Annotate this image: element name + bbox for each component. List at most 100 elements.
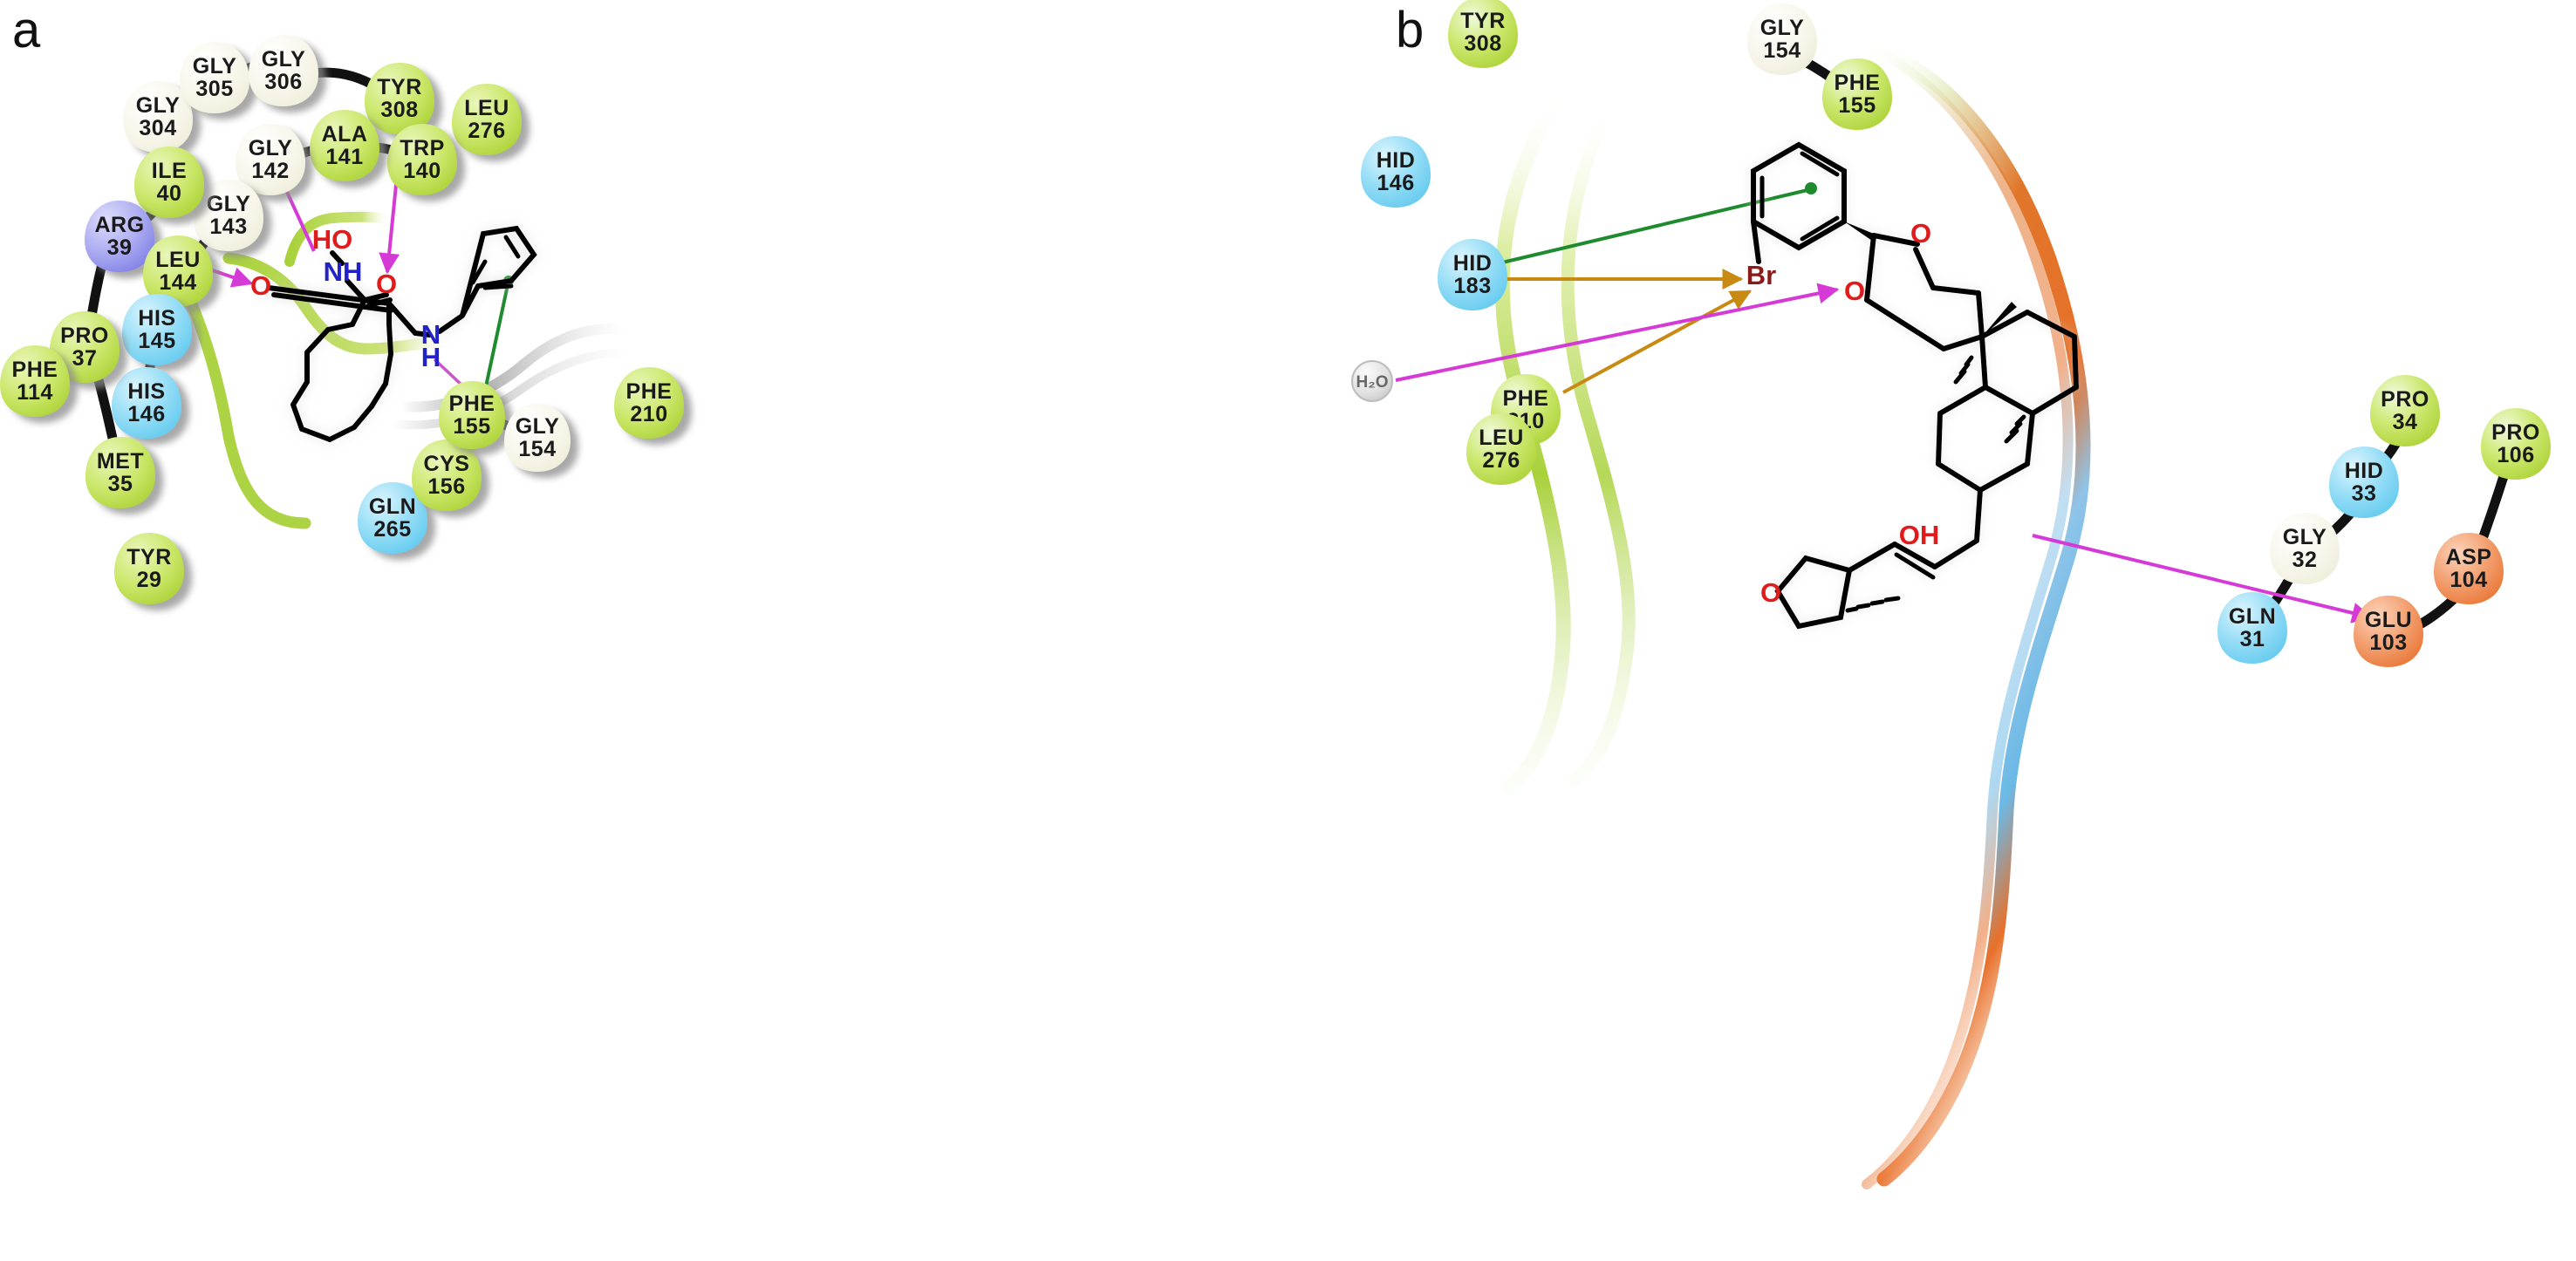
panel-b: b <box>1326 0 2576 1261</box>
residue-name: LEU <box>155 248 201 272</box>
residue-name: HID <box>1453 251 1493 276</box>
residue-name: HID <box>1377 148 1416 173</box>
residue-number: 35 <box>108 472 133 496</box>
ligand-b-skeleton <box>1751 141 2079 630</box>
hbond-water-to-dioxane-o <box>1395 283 1840 382</box>
residue-b-leu-276[interactable]: LEU 276 <box>1466 413 1536 485</box>
water-molecule[interactable]: H₂O <box>1351 360 1393 402</box>
residue-name: GLY <box>207 192 251 216</box>
residue-number: 103 <box>2369 630 2407 655</box>
residue-name: ALA <box>322 122 368 147</box>
residue-name: PRO <box>2491 420 2540 445</box>
residues-panel-b: TYR 308 GLY 154 PHE 155 HID 146 <box>1361 0 2551 667</box>
residue-gly-143[interactable]: GLY 143 <box>194 180 263 251</box>
residue-b-hid-33[interactable]: HID 33 <box>2329 446 2399 518</box>
residue-tyr-308[interactable]: TYR 308 <box>365 63 434 134</box>
panel-b-letter: b <box>1396 2 1425 58</box>
residue-b-pro-34[interactable]: PRO 34 <box>2370 375 2440 446</box>
residue-name: GLY <box>516 414 560 439</box>
residue-phe-155[interactable]: PHE 155 <box>439 381 505 449</box>
residue-number: 155 <box>1838 93 1876 118</box>
residue-name: LEU <box>1479 426 1524 450</box>
residue-name: PHE <box>449 392 495 416</box>
residue-gly-142[interactable]: GLY 142 <box>236 124 305 195</box>
residue-b-phe-155[interactable]: PHE 155 <box>1822 58 1892 130</box>
residue-name: GLY <box>262 47 306 72</box>
residue-number: 142 <box>251 159 289 183</box>
residue-ala-141[interactable]: ALA 141 <box>310 110 379 181</box>
residue-number: 276 <box>468 119 505 143</box>
residue-tyr-29[interactable]: TYR 29 <box>114 533 184 604</box>
residue-number: 145 <box>138 329 175 353</box>
solvent-exposure-ribbon-b <box>1494 38 2091 1189</box>
residue-number: 306 <box>264 70 302 94</box>
panel-a-letter: a <box>12 2 41 58</box>
water-label: H₂O <box>1356 373 1389 392</box>
residue-b-asp-104[interactable]: ASP 104 <box>2434 533 2504 604</box>
panel-a: a <box>0 2 684 604</box>
ligand-a-skeleton <box>266 225 537 442</box>
residue-number: 114 <box>17 380 53 405</box>
hbond-ligand-oh-to-glu103 <box>2032 534 2374 624</box>
residue-name: ARG <box>94 213 144 237</box>
residue-number: 155 <box>453 414 490 439</box>
residue-trp-140[interactable]: TRP 140 <box>387 124 457 195</box>
residue-name: PRO <box>60 324 109 348</box>
residue-name: TYR <box>126 545 172 569</box>
residue-number: 265 <box>373 517 411 542</box>
residue-his-146[interactable]: HIS 146 <box>112 367 181 439</box>
residue-name: PHE <box>1835 71 1881 95</box>
panel-b-canvas: Br O O OH O H₂O TYR 308 GLY 154 <box>1351 0 2551 1189</box>
atom-oh-label: OH <box>1899 520 1940 550</box>
residue-ile-40[interactable]: ILE 40 <box>134 147 204 218</box>
residue-name: GLY <box>1760 16 1805 40</box>
residue-name: ASP <box>2446 545 2492 569</box>
residue-gly-306[interactable]: GLY 306 <box>249 35 318 106</box>
atom-br-label: Br <box>1746 260 1776 290</box>
residue-number: 106 <box>2497 443 2534 467</box>
residue-b-gln-31[interactable]: GLN 31 <box>2217 592 2287 664</box>
residue-name: GLY <box>2283 525 2327 549</box>
residue-leu-276[interactable]: LEU 276 <box>452 84 522 155</box>
residue-number: 40 <box>157 181 182 206</box>
residue-number: 308 <box>380 98 418 122</box>
residue-b-tyr-308[interactable]: TYR 308 <box>1448 0 1518 68</box>
ligand-a-atoms: HO NH O O N H <box>250 224 441 372</box>
atom-h-anilide: H <box>421 342 441 372</box>
residue-number: 154 <box>1763 38 1800 63</box>
residue-b-glu-103[interactable]: GLU 103 <box>2354 596 2423 667</box>
residue-name: TYR <box>377 75 422 99</box>
residue-pro-37[interactable]: PRO 37 <box>50 311 120 383</box>
residue-number: 304 <box>139 116 176 140</box>
residue-phe-210[interactable]: PHE 210 <box>614 367 684 439</box>
residue-met-35[interactable]: MET 35 <box>85 437 155 508</box>
residue-number: 37 <box>72 346 98 371</box>
residue-b-hid-183[interactable]: HID 183 <box>1438 239 1507 310</box>
residue-name: GLY <box>249 136 293 160</box>
residue-number: 146 <box>127 402 165 426</box>
residue-phe-114[interactable]: PHE 114 <box>0 345 70 417</box>
panel-a-canvas: HO NH O O N H GLY 304 GLY 305 G <box>0 35 684 604</box>
residue-gly-154[interactable]: GLY 154 <box>504 404 571 472</box>
residue-gly-305[interactable]: GLY 305 <box>180 42 249 113</box>
residue-b-gly-32[interactable]: GLY 32 <box>2270 513 2340 584</box>
residue-name: HID <box>2345 459 2384 483</box>
residue-b-pro-106[interactable]: PRO 106 <box>2481 408 2551 480</box>
atom-o-thf: O <box>1760 577 1781 608</box>
residue-name: ILE <box>152 159 187 183</box>
residue-name: TRP <box>400 136 445 160</box>
residue-name: GLN <box>369 494 416 519</box>
residue-arg-39[interactable]: ARG 39 <box>85 201 154 272</box>
residue-gln-265[interactable]: GLN 265 <box>358 482 427 554</box>
residue-b-hid-146[interactable]: HID 146 <box>1361 136 1431 208</box>
atom-o-dioxane-1: O <box>1910 218 1931 249</box>
residue-his-145[interactable]: HIS 145 <box>122 294 192 365</box>
residue-cys-156[interactable]: CYS 156 <box>412 440 482 511</box>
residue-gly-304[interactable]: GLY 304 <box>123 81 193 153</box>
pi-centroid-dot-phenyl <box>1805 182 1817 194</box>
residue-number: 39 <box>107 235 133 260</box>
residue-number: 29 <box>137 568 162 592</box>
residue-number: 276 <box>1482 448 1520 473</box>
residue-b-gly-154[interactable]: GLY 154 <box>1747 3 1817 75</box>
residue-leu-144[interactable]: LEU 144 <box>143 235 213 307</box>
